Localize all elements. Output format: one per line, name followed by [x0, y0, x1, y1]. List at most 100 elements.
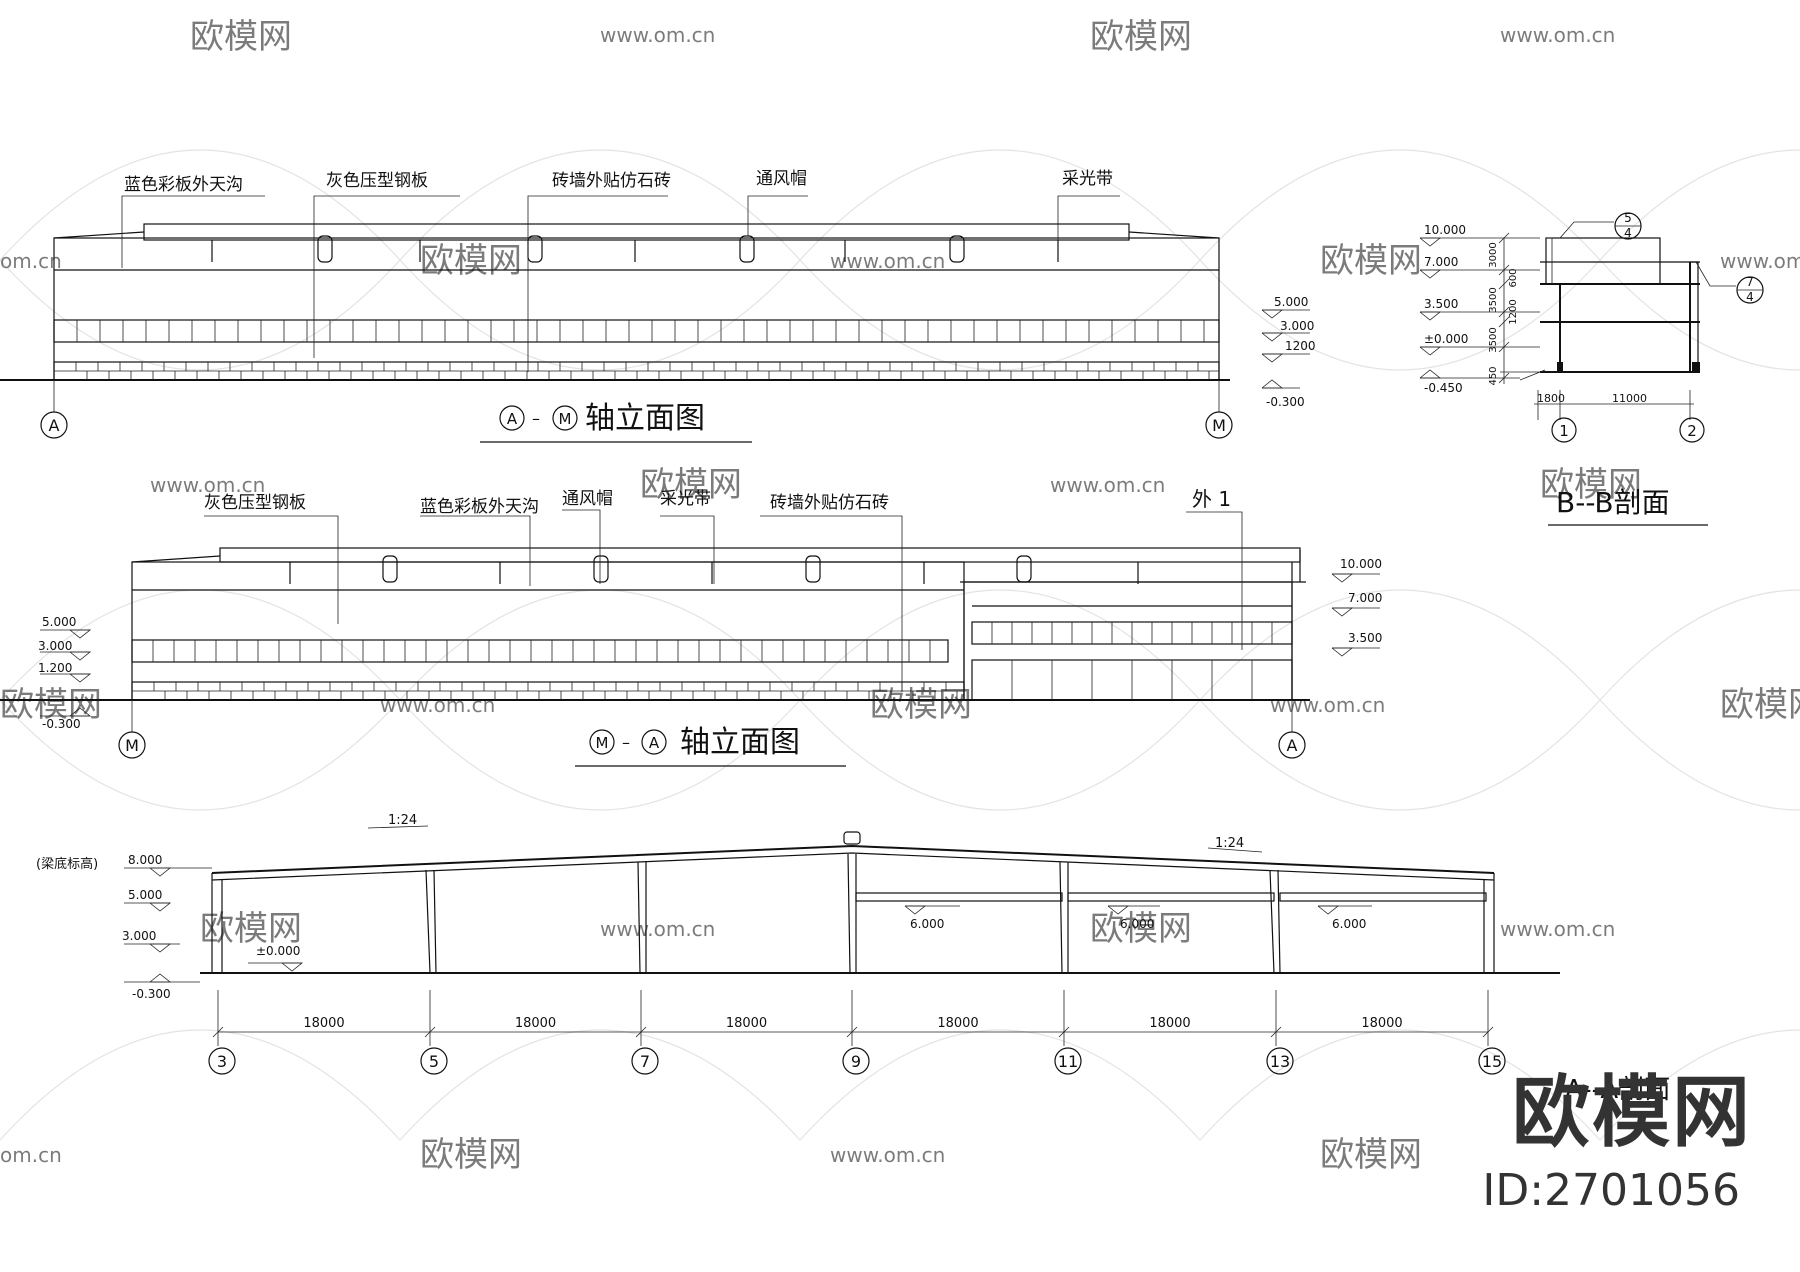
section-b-b: 10.000 7.000 3.500 ±0.000 -0.450 3000 60… — [1419, 211, 1764, 526]
window-mullions — [152, 640, 931, 662]
wm-brand-11: 欧模网 — [1090, 909, 1192, 949]
axis-bubble-m — [1205, 411, 1233, 439]
mid-axis-label-a: A — [1287, 736, 1298, 755]
aa-level-3000: 3.000 — [122, 929, 156, 943]
bb-dim-1200: 1200 — [1508, 299, 1519, 324]
brick-pattern — [132, 682, 964, 700]
axis-label-m: M — [1212, 416, 1226, 435]
roof-posts — [289, 562, 1139, 584]
dim-tick — [846, 1026, 858, 1038]
wm-brand-12: 欧模网 — [420, 1135, 522, 1175]
title-axis-m: M — [559, 410, 572, 428]
bb-level-7000: 7.000 — [1424, 255, 1458, 269]
axis-label: 13 — [1270, 1052, 1290, 1071]
mid-title-dash: – — [622, 733, 630, 752]
wm-brand-10: 欧模网 — [200, 909, 302, 949]
axis-label: 15 — [1482, 1052, 1502, 1071]
axis-label: 11 — [1058, 1052, 1078, 1071]
span-dim-label: 18000 — [1361, 1016, 1402, 1031]
wm-site-11: www.om.cn — [1500, 917, 1615, 941]
axis-bubble — [1478, 1047, 1506, 1075]
section-bb-title: B--B剖面 — [1556, 486, 1670, 519]
mid-level-right — [1331, 573, 1380, 657]
wm-site-9: www.om.cn — [1270, 693, 1385, 717]
mid-window-strip — [131, 639, 949, 663]
aa-level-000: ±0.000 — [256, 944, 300, 958]
bb-level-3500: 3.500 — [1424, 297, 1458, 311]
axis-bubble — [208, 1047, 236, 1075]
mezz-level-2: 6.000 — [1120, 917, 1154, 931]
axis-bubble — [631, 1047, 659, 1075]
wm-site-5: www.om.cn — [1720, 249, 1800, 273]
wm-site-7: www.om.cn — [1050, 473, 1165, 497]
wm-site-13: www.om.cn — [830, 1143, 945, 1167]
mid-level-7000: 7.000 — [1348, 591, 1382, 605]
title-dash: – — [532, 409, 540, 428]
workshop-outline — [131, 561, 965, 701]
elevation-am-title: 轴立面图 — [585, 401, 705, 436]
mid-title-axis-a: A — [649, 734, 660, 752]
label-skylight: 采光带 — [1062, 169, 1113, 189]
axis-bubble — [842, 1047, 870, 1075]
level-neg0300: -0.300 — [1266, 395, 1305, 409]
mid-level-3500: 3.500 — [1348, 631, 1382, 645]
wm-brand-2: 欧模网 — [1090, 17, 1192, 57]
wm-site-4: www.om.cn — [830, 249, 945, 273]
vent-cap — [739, 235, 755, 263]
window-strip — [53, 319, 1220, 343]
bb-axis-label-2: 2 — [1687, 422, 1697, 440]
wm-brand-7: 欧模网 — [0, 685, 102, 725]
vent-cap — [949, 235, 965, 263]
bb-dim-3500a: 3500 — [1488, 287, 1499, 312]
mid-label-ext: 外 1 — [1192, 487, 1231, 511]
roof-edge-left — [53, 231, 145, 239]
upper-box — [1545, 237, 1661, 285]
wm-brand-5: 欧模网 — [640, 465, 742, 505]
axis-label-a: A — [49, 416, 60, 435]
section-a-a: (梁底标高) 6.000 6.000 — [36, 813, 1670, 1105]
axis-label: 3 — [217, 1052, 227, 1071]
wm-site-8: www.om.cn — [380, 693, 495, 717]
axis-label: 9 — [851, 1052, 861, 1071]
wm-site-12: om.cn — [0, 1143, 62, 1167]
bb-dim-450: 450 — [1488, 366, 1499, 385]
beam-note: (梁底标高) — [36, 856, 98, 872]
level-1200: 1200 — [1285, 339, 1316, 353]
detail-right-num: 7 — [1746, 275, 1754, 289]
office-upper-mullions — [991, 622, 1273, 644]
mid-level-5000: 5.000 — [42, 615, 76, 629]
elevation-a-m: 蓝色彩板外天沟 灰色压型钢板 砖墙外贴仿石砖 通风帽 采光带 5.000 3.0… — [0, 169, 1316, 443]
mid-title-axis-m: M — [596, 734, 609, 752]
mid-label-skylight: 采光带 — [660, 489, 711, 509]
span-dim-label: 18000 — [937, 1016, 978, 1031]
watermark-arcs — [0, 149, 1800, 1141]
roof-rafter — [211, 844, 1495, 874]
mid-axis-label-m: M — [125, 736, 139, 755]
bb-axis-1 — [1551, 417, 1577, 443]
watermark-texts: 欧模网 www.om.cn 欧模网 www.om.cn om.cn 欧模网 ww… — [0, 17, 1800, 1175]
bb-dim-1800: 1800 — [1537, 392, 1565, 405]
wm-brand-9: 欧模网 — [1720, 685, 1800, 725]
bb-level-marks — [1419, 237, 1540, 379]
title-axis-a: A — [507, 410, 518, 428]
mid-level-3000: 3.000 — [38, 639, 72, 653]
aa-level-5000: 5.000 — [128, 888, 162, 902]
level-marks — [1261, 309, 1310, 389]
brand-logo-text: 欧模网 — [1511, 1068, 1752, 1158]
slope-left: 1:24 — [388, 813, 417, 828]
vent-cap — [317, 235, 333, 263]
leaders — [121, 195, 1120, 372]
vent-caps — [317, 235, 965, 263]
mezz-levels — [904, 905, 1372, 915]
aa-level-left — [124, 867, 304, 983]
roof-posts — [211, 240, 1059, 262]
axis-bubble-m — [118, 731, 146, 759]
office-lower-mullions — [1011, 660, 1253, 700]
bb-axis-label-1: 1 — [1559, 422, 1569, 440]
bb-dim-3000: 3000 — [1488, 242, 1499, 267]
axis-bubble-a — [40, 411, 68, 439]
label-vent: 通风帽 — [756, 169, 807, 189]
bb-dim-11000: 11000 — [1612, 392, 1647, 405]
level-3000: 3.000 — [1280, 319, 1314, 333]
